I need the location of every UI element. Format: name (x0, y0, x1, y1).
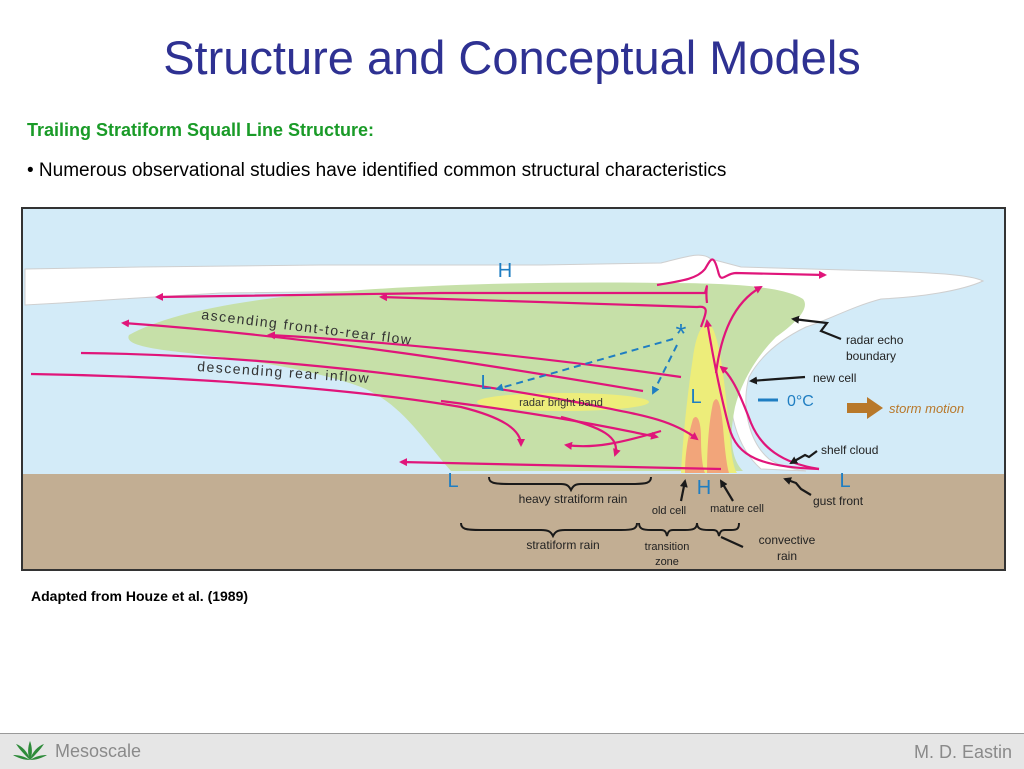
footer-bar: Mesoscale M. D. Eastin (0, 733, 1024, 769)
arrow-old-cell (679, 479, 688, 502)
flow-arrow-upper-curve (714, 286, 763, 374)
ground (21, 474, 1006, 571)
dashed-arrow-down (652, 344, 678, 395)
brace-stratiform (460, 522, 638, 539)
plant-logo-icon (13, 741, 47, 760)
flow-arrow-ftr (121, 319, 644, 393)
storm-motion-arrow (847, 397, 883, 419)
brace-heavy-rain (488, 476, 652, 493)
radar-echo-region (128, 282, 805, 471)
convective-core-mature (707, 399, 729, 473)
flow-arrow-lower (564, 429, 662, 450)
section-heading: Trailing Stratiform Squall Line Structur… (27, 120, 375, 140)
label-l-right: L (839, 470, 850, 492)
label-heavy-rain: heavy stratiform rain (519, 492, 628, 506)
footer-course: Mesoscale (55, 740, 142, 761)
footer-author: M. D. Eastin (913, 742, 1012, 762)
arrow-gust-front (783, 477, 812, 496)
bright-band (477, 393, 649, 411)
label-l-left: L (447, 470, 458, 492)
label-radar-echo-2: boundary (846, 349, 896, 363)
label-convective-1: convective (759, 533, 816, 547)
label-new-cell: new cell (813, 371, 856, 385)
label-radar-echo-1: radar echo (846, 333, 904, 347)
footer-left: Mesoscale (12, 740, 141, 762)
diagram-frame (21, 207, 1006, 571)
flow-arrow-left-long (155, 285, 709, 304)
label-transition-1: transition (645, 541, 690, 553)
label-bright-band: radar bright band (519, 397, 603, 409)
label-mature-cell: mature cell (710, 503, 764, 515)
dashed-arrow-left (495, 338, 674, 392)
convective-core-old (685, 417, 705, 473)
label-old-cell: old cell (652, 505, 686, 517)
star-marker: * (676, 318, 687, 349)
label-shelf-cloud: shelf cloud (821, 443, 878, 457)
label-h-top: H (498, 260, 512, 282)
arrow-shelf-cloud (789, 450, 818, 464)
label-transition-2: zone (655, 556, 679, 568)
label-h-bottom: H (697, 477, 711, 499)
annotation-arrows (679, 315, 842, 549)
flow-arrow-top-right (656, 258, 827, 287)
arrow-convective-rain (720, 535, 744, 549)
star-arrows (495, 338, 678, 395)
flow-arrow-descending (440, 399, 659, 440)
label-l-mid: L (480, 372, 491, 394)
flow-arrow-rear-inflow-2 (30, 372, 525, 447)
arrow-new-cell (749, 375, 806, 385)
arrow-mature-cell (719, 479, 734, 502)
braces (460, 476, 740, 539)
flow-arrow-updraft (704, 319, 820, 471)
brace-convective (696, 522, 740, 537)
label-zero-c: 0°C (787, 393, 814, 410)
brace-transition (638, 522, 698, 537)
source-credit: Adapted from Houze et al. (1989) (31, 588, 249, 604)
label-gust-front: gust front (813, 494, 864, 508)
flow-arrow-ftr-2 (267, 331, 682, 379)
bullet-text: • Numerous observational studies have id… (27, 160, 727, 181)
flow-arrow-surface-outflow (399, 458, 722, 471)
slide-title: Structure and Conceptual Models (163, 31, 861, 84)
arrow-radar-echo (791, 315, 842, 341)
label-convective-2: rain (777, 549, 797, 563)
flow-arrow-mid (379, 293, 707, 328)
label-stratiform-rain: stratiform rain (526, 538, 599, 552)
label-l-center: L (690, 386, 701, 408)
flow-arrow-rear-inflow (80, 351, 699, 441)
squall-line-diagram: * H L L L L H ascending front-to-rear fl… (21, 207, 1006, 571)
label-storm-motion: storm motion (889, 401, 964, 416)
flow-arrows (30, 258, 827, 471)
